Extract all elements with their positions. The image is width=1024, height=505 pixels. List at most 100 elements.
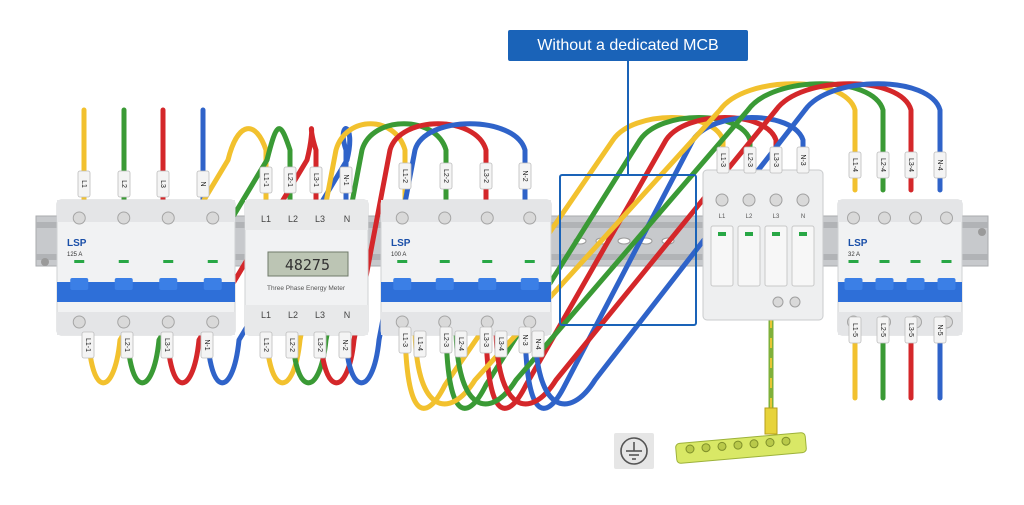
sleeve-main-bottom: L2-1 <box>120 331 134 359</box>
spd-top-screw <box>715 193 729 207</box>
meter-lcd-reading: 48275 <box>285 256 330 274</box>
breaker-32a-indicator <box>879 260 890 263</box>
earth-busbar-screw <box>749 439 759 449</box>
sleeve-breaker32-top: L1-4 <box>848 151 862 179</box>
breaker-100a-bottom-screw <box>480 315 494 329</box>
breaker-100a-brand: LSP <box>391 238 411 249</box>
breaker-100a-rating: 100 A <box>391 252 406 258</box>
callout-highlight-box <box>559 174 697 326</box>
breaker-100a-top-screw <box>480 211 494 225</box>
sleeve-spd-top: L2-3 <box>743 146 757 174</box>
svg-text:L2-1: L2-1 <box>286 173 293 187</box>
breaker-32a-handle <box>906 278 925 290</box>
svg-text:L3-5: L3-5 <box>907 323 914 337</box>
svg-text:L3-1: L3-1 <box>312 173 319 187</box>
sleeve-meter-top: L2-1 <box>283 166 297 194</box>
svg-text:N-5: N-5 <box>936 324 943 335</box>
svg-text:L1: L1 <box>80 180 87 188</box>
sleeve-main-bottom: L1-1 <box>81 331 95 359</box>
svg-text:L2-4: L2-4 <box>879 158 886 172</box>
svg-text:L1-4: L1-4 <box>851 158 858 172</box>
sleeve-breaker100-top: L1-2 <box>398 162 412 190</box>
sleeve-spd-top: L3-3 <box>769 146 783 174</box>
earth-busbar-screw <box>717 441 727 451</box>
meter-lcd <box>267 251 349 277</box>
meter-top-terminal-label: L2 <box>288 214 298 224</box>
earth-ground-icon <box>614 433 654 469</box>
earth-busbar-screw <box>701 443 711 453</box>
main-breaker-125a-indicator <box>118 260 129 263</box>
main-breaker-125a-indicator <box>163 260 174 263</box>
main-breaker-125a-top-cap <box>57 200 235 222</box>
wire-breaker100-to-breaker32-l3 <box>493 81 914 407</box>
breaker-100a-top-screw <box>438 211 452 225</box>
spd-earth-screw <box>772 296 784 308</box>
wire-breaker100-to-spd-l2 <box>443 115 753 411</box>
energy-meter-bottom-cap <box>245 305 368 335</box>
sleeve-breaker32-top: L2-4 <box>876 151 890 179</box>
spd-status-window <box>799 232 807 236</box>
main-breaker-125a-handle <box>70 278 89 290</box>
svg-text:L1-5: L1-5 <box>851 323 858 337</box>
svg-text:L3-1: L3-1 <box>163 338 170 352</box>
spd-status-window <box>718 232 726 236</box>
svg-text:N-3: N-3 <box>521 334 528 345</box>
breaker-100a-handle <box>435 278 454 290</box>
svg-text:L1-2: L1-2 <box>401 169 408 183</box>
main-breaker-125a-indicator <box>207 260 218 263</box>
main-breaker-125a-top-screw <box>161 211 175 225</box>
svg-text:L1-3: L1-3 <box>401 333 408 347</box>
sleeve-main-top: L1 <box>77 170 91 198</box>
sleeve-breaker32-top: N-4 <box>933 151 947 179</box>
sleeve-main-top: N <box>196 170 210 198</box>
sleeve-meter-top: L1-1 <box>259 166 273 194</box>
spd-top-screw <box>796 193 810 207</box>
breaker-100a-handle <box>478 278 497 290</box>
svg-text:L2: L2 <box>120 180 127 188</box>
breaker-100a-handle <box>520 278 539 290</box>
sleeve-breaker32-bottom: L2-5 <box>876 316 890 344</box>
svg-text:L1-1: L1-1 <box>262 173 269 187</box>
meter-caption: Three Phase Energy Meter <box>267 285 346 292</box>
meter-top-terminal-label: L1 <box>261 214 271 224</box>
sleeve-main-bottom: L3-1 <box>160 331 174 359</box>
main-breaker-125a-handle <box>203 278 222 290</box>
svg-text:L1-1: L1-1 <box>84 338 91 352</box>
sleeve-meter-top: N-1 <box>339 166 353 194</box>
breaker-32a-top-screw <box>847 211 860 225</box>
rail-screw <box>978 228 986 236</box>
wire-meter-to-breaker100-n <box>342 121 528 386</box>
spd-status-window <box>772 232 780 236</box>
wire-meter-to-breaker100-l3 <box>317 121 489 386</box>
sleeve-meter-bottom: L2-2 <box>285 331 299 359</box>
spd-cartridge <box>737 225 761 287</box>
spd-status-window <box>745 232 753 236</box>
breaker-32a-indicator <box>848 260 859 263</box>
svg-text:L3: L3 <box>159 180 166 188</box>
sleeve-meter-top: L3-1 <box>309 166 323 194</box>
svg-text:N-1: N-1 <box>203 339 210 350</box>
svg-text:L3-2: L3-2 <box>316 338 323 352</box>
breaker-100a-top-cap <box>381 200 551 222</box>
sleeve-breaker32-bottom: L3-5 <box>904 316 918 344</box>
breaker-32a-top-cap <box>838 200 962 222</box>
spd-terminal-label: L2 <box>746 214 753 220</box>
wire-breaker100-to-spd-l1 <box>402 115 726 411</box>
breaker-100a-indicator <box>524 260 535 263</box>
breaker-32a-indicator <box>941 260 952 263</box>
meter-top-terminal-label: N <box>344 214 351 224</box>
spd-terminal-label: L1 <box>719 214 726 220</box>
svg-text:L1-3: L1-3 <box>719 153 726 167</box>
svg-text:L2-5: L2-5 <box>879 323 886 337</box>
breaker-100a-bottom-cap <box>381 312 551 335</box>
breaker-32a-bottom-cap <box>838 312 962 335</box>
breaker-32a-top-screw <box>940 211 953 225</box>
svg-text:L1-4: L1-4 <box>416 337 423 351</box>
main-breaker-125a-indicator <box>74 260 85 263</box>
main-breaker-125a-rating: 125 A <box>67 252 82 258</box>
sleeve-breaker100-top: L2-2 <box>439 162 453 190</box>
breaker-100a-indicator <box>397 260 408 263</box>
svg-text:L3-4: L3-4 <box>907 158 914 172</box>
sleeve-spd-top: L1-3 <box>716 146 730 174</box>
